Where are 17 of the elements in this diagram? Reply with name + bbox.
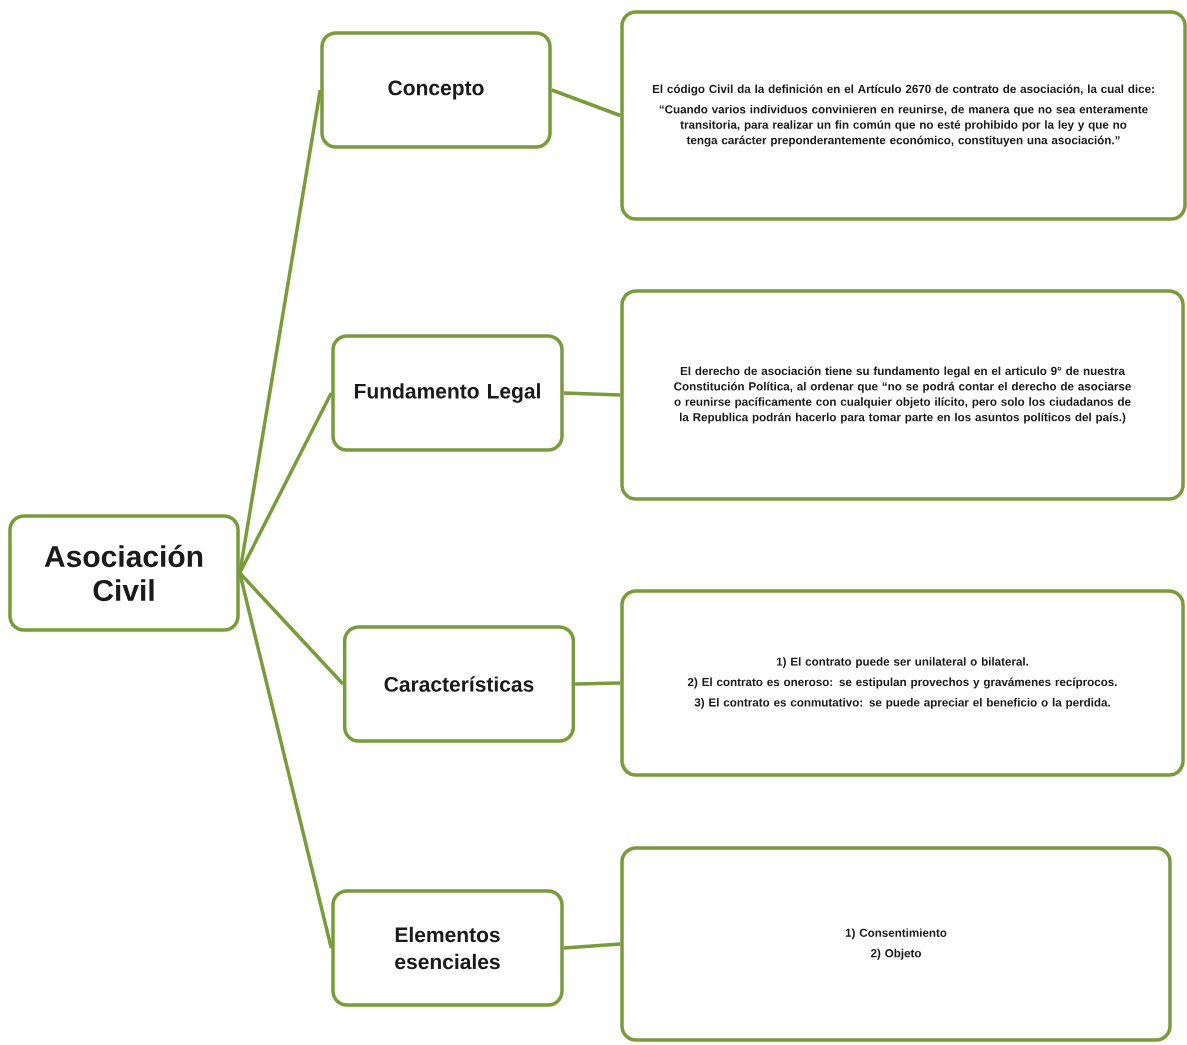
connector-line xyxy=(238,572,333,949)
connector-line xyxy=(575,681,621,686)
text-box: El derecho de asociación tiene su fundamento legal en el articulo 9° de nuestra Constitución Política, al ordenar que “no se podrá contar el derecho de asociarse o reunirse pacíficamente con cualquier objeto ilícito, pero solo los ciudadanos de la Republica podrán hacerlo para tomar parte en los asuntos políticos del país.) xyxy=(620,289,1185,501)
topic-box: Fundamento Legal xyxy=(331,334,564,452)
text-box: 1) Consentimiento 2) Objeto xyxy=(620,846,1172,1042)
topic-box: Características xyxy=(342,625,576,743)
topic-box: Asociación Civil xyxy=(8,514,240,632)
text-box: 1) El contrato puede ser unilateral o bilateral. 2) El contrato es oneroso: se estipulan provechos y gravámenes recíprocos. 3) El contrato es conmutativo: se puede apreciar el beneficio o la perdida. xyxy=(620,589,1185,777)
text-box: El código Civil da la definición en el Artículo 2670 de contrato de asociación, la cual dice: “Cuando varios individuos convinieren en reunirse, de manera que no sea enteramente transitoria, para realizar un fin común que no esté prohibido por la ley y que no tenga carácter preponderantemente económico, constituyen una asociación.” xyxy=(620,10,1187,221)
connector-line xyxy=(238,571,345,686)
connector-line xyxy=(563,942,621,950)
connector-line xyxy=(563,391,621,397)
connector-line xyxy=(551,88,621,118)
connector-line xyxy=(238,89,322,574)
topic-box: Concepto xyxy=(320,31,552,149)
connector-line xyxy=(238,392,333,574)
topic-box: Elementos esenciales xyxy=(331,889,564,1007)
